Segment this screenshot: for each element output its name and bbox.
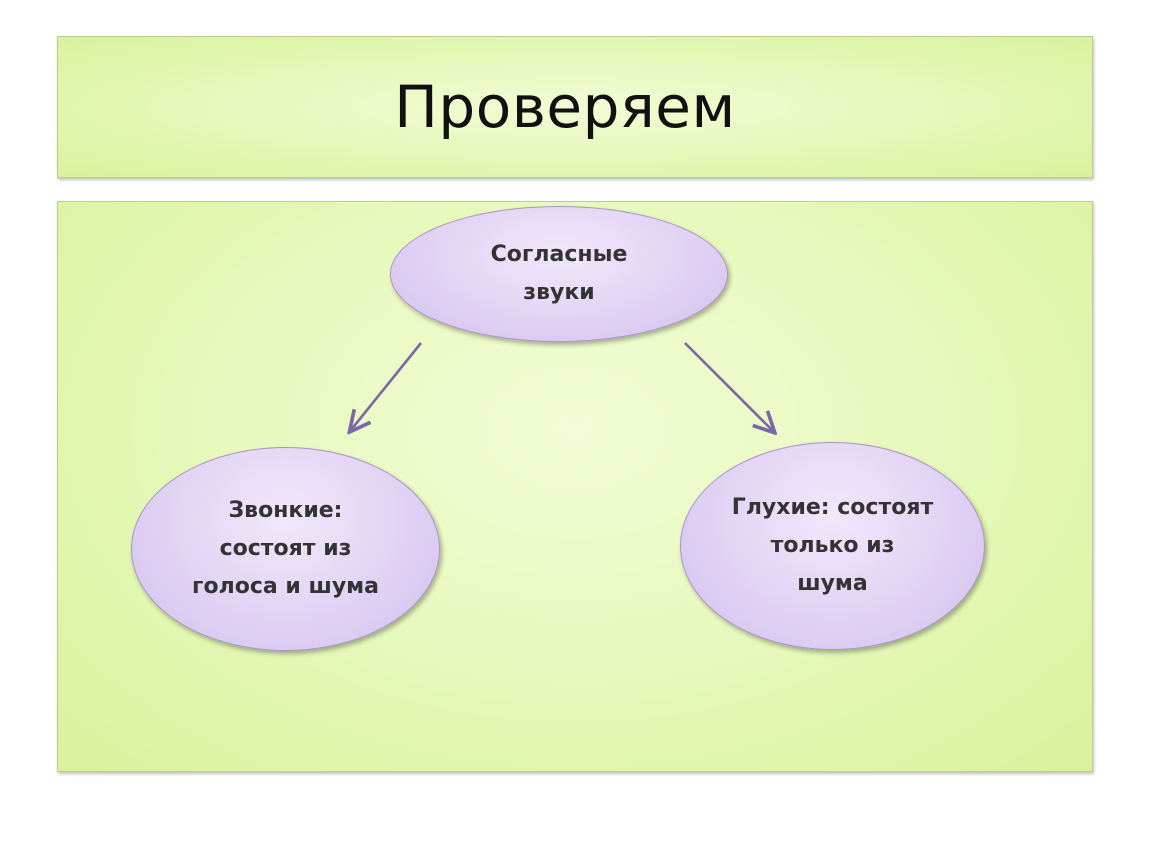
slide-title: Проверяем — [394, 73, 736, 141]
node-consonant-sounds: Согласные звуки — [390, 206, 728, 342]
title-panel: Проверяем — [57, 36, 1093, 178]
node-voiced: Звонкие: состоят из голоса и шума — [131, 447, 440, 651]
node-voiced-label: Звонкие: состоят из голоса и шума — [192, 498, 379, 599]
node-voiceless-label: Глухие: состоят только из шума — [731, 495, 934, 596]
node-voiceless: Глухие: состоят только из шума — [680, 442, 985, 650]
node-consonant-sounds-label: Согласные звуки — [490, 242, 628, 305]
